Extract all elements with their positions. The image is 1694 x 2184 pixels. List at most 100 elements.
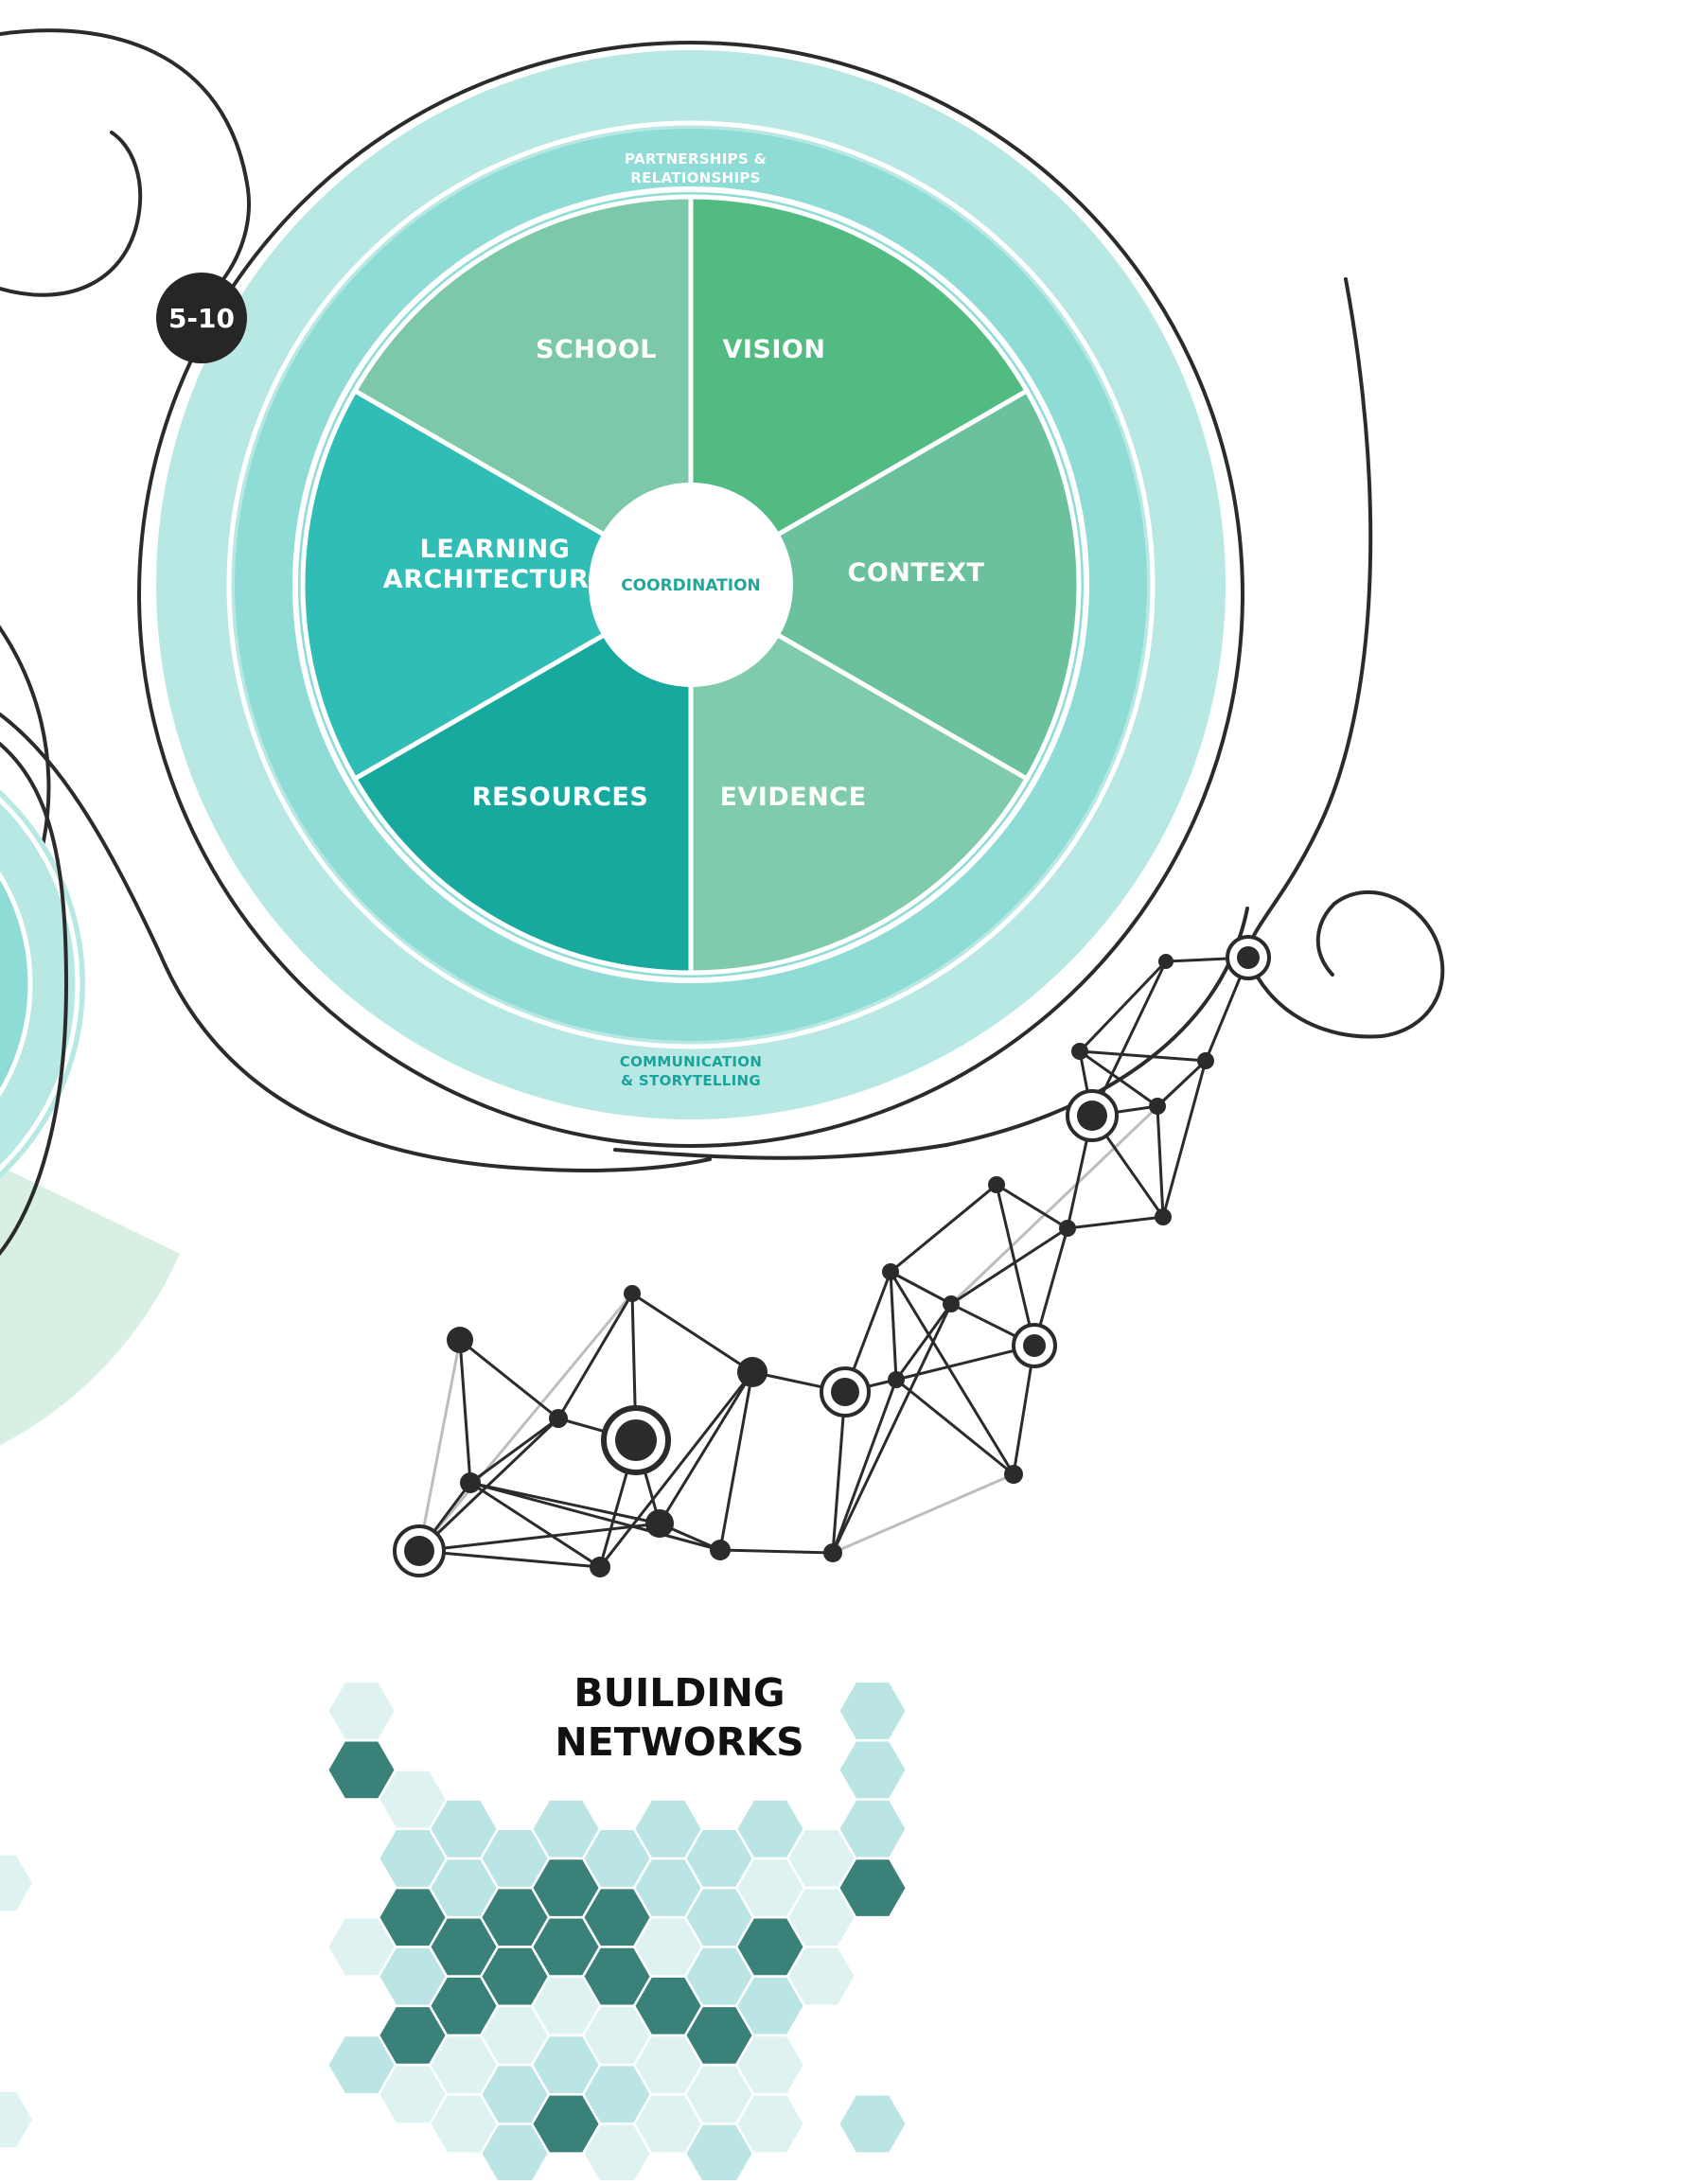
segment-evidence	[688, 580, 1031, 976]
hexagon-cell	[584, 1947, 650, 2005]
network-node	[460, 1472, 481, 1493]
network-node	[1004, 1465, 1023, 1484]
hexagon-cell	[737, 1918, 803, 1976]
network-node	[1149, 1098, 1166, 1115]
network-edge	[658, 1371, 754, 1524]
hexagon-cell	[379, 2007, 446, 2064]
network-node	[1071, 1043, 1088, 1060]
network-node	[590, 1557, 610, 1577]
hexagon-cell	[635, 1800, 701, 1858]
section-title-line2: NETWORKS	[555, 1719, 803, 1765]
network-edge	[1079, 1049, 1158, 1108]
center-label: COORDINATION	[621, 576, 761, 595]
hexagon-cell	[482, 2066, 548, 2123]
network-edge	[469, 1417, 559, 1485]
segment-label-school: SCHOOL	[536, 335, 657, 364]
hexagon-cell	[686, 2007, 752, 2064]
network-edge	[469, 1481, 601, 1569]
hexagon-cell	[431, 1800, 497, 1858]
hexagon-cell-partial	[0, 2091, 32, 2148]
hexagon-cell	[482, 2007, 548, 2064]
network-graph	[393, 935, 1271, 1577]
hexagon-cell	[431, 2095, 497, 2153]
hexagon-cell	[686, 2066, 752, 2123]
segment-label-context: CONTEXT	[848, 558, 985, 588]
step-badge-text: 5-10	[168, 303, 235, 334]
hexagon-cell	[328, 1741, 395, 1799]
decorative-swirls	[0, 28, 1445, 1172]
network-edge	[890, 1183, 997, 1274]
hexagon-cell	[635, 1918, 701, 1976]
step-badge: 5-10	[156, 273, 247, 363]
hexagon-cell	[839, 1682, 906, 1739]
hexagon-cell	[431, 1918, 497, 1976]
hexagon-cell	[737, 2036, 803, 2093]
network-node	[624, 1285, 641, 1302]
network-edge	[719, 1548, 834, 1555]
segment-label-vision: VISION	[723, 335, 826, 364]
network-edge	[890, 1270, 952, 1306]
network-edge	[832, 1472, 1015, 1555]
network-edge	[718, 1371, 754, 1551]
network-node	[882, 1263, 899, 1280]
hexagon-cell	[431, 1977, 497, 2034]
network-node	[549, 1409, 568, 1428]
network-node	[615, 1419, 657, 1461]
network-edge	[894, 1303, 953, 1381]
hexagon-cell	[379, 1947, 446, 2005]
hexagon-cell	[584, 1830, 650, 1887]
network-edge	[417, 1339, 462, 1552]
segment-learning-architecture	[300, 387, 696, 783]
hexagon-cell	[839, 2095, 906, 2153]
network-node	[1059, 1220, 1076, 1237]
hexagon-cell	[737, 1859, 803, 1916]
hexagon-cell	[584, 2124, 650, 2182]
network-edge	[995, 1184, 1036, 1347]
hexagon-cell	[788, 1830, 855, 1887]
network-edge	[1078, 960, 1168, 1053]
network-edge	[1067, 1215, 1164, 1230]
hexagon-cell	[737, 1800, 803, 1858]
hexagon-cell	[379, 2066, 446, 2123]
network-edge	[895, 1378, 1015, 1476]
hexagon-cell	[737, 1977, 803, 2034]
network-edge	[417, 1417, 560, 1553]
network-node	[823, 1543, 842, 1562]
hexagon-cell	[533, 1977, 599, 2034]
segment-resources	[351, 580, 694, 976]
hexagon-cell	[482, 1947, 548, 2005]
network-edge	[556, 1293, 634, 1419]
hexagon-cell	[482, 2124, 548, 2182]
network-edge	[996, 1183, 1068, 1230]
hexagon-grid	[0, 1682, 906, 2182]
hexagon-cell	[482, 1889, 548, 1946]
network-edge	[1156, 1105, 1165, 1218]
network-edge	[1161, 1060, 1208, 1218]
network-node	[888, 1371, 905, 1388]
ring-label-partnerships-line2: RELATIONSHIPS	[630, 169, 761, 186]
hexagon-cell	[686, 1889, 752, 1946]
segment-label-resources: RESOURCES	[472, 783, 649, 812]
hexagon-cell	[635, 1859, 701, 1916]
hexagon-cell	[686, 2124, 752, 2182]
network-node	[943, 1295, 960, 1312]
network-node	[737, 1357, 768, 1387]
ring-label-communication-line1: COMMUNICATION	[620, 1053, 762, 1070]
hexagon-cell	[533, 1918, 599, 1976]
segment-label-learning-architecture: LEARNING	[420, 535, 571, 564]
network-edge	[831, 1303, 953, 1554]
hexagon-cell	[584, 2007, 650, 2064]
hexagon-cell	[584, 2066, 650, 2123]
hexagon-cell	[533, 1859, 599, 1916]
ring-label-communication-line2: & STORYTELLING	[621, 1072, 761, 1089]
network-edge	[889, 1271, 1015, 1475]
hexagon-cell-partial	[0, 1855, 32, 1911]
network-edge	[469, 1481, 661, 1525]
network-node	[831, 1378, 859, 1406]
segment-label-learning-architecture: ARCHITECTURE	[383, 565, 607, 594]
hexagon-cell	[328, 1918, 395, 1976]
hexagon-cell	[379, 1889, 446, 1946]
